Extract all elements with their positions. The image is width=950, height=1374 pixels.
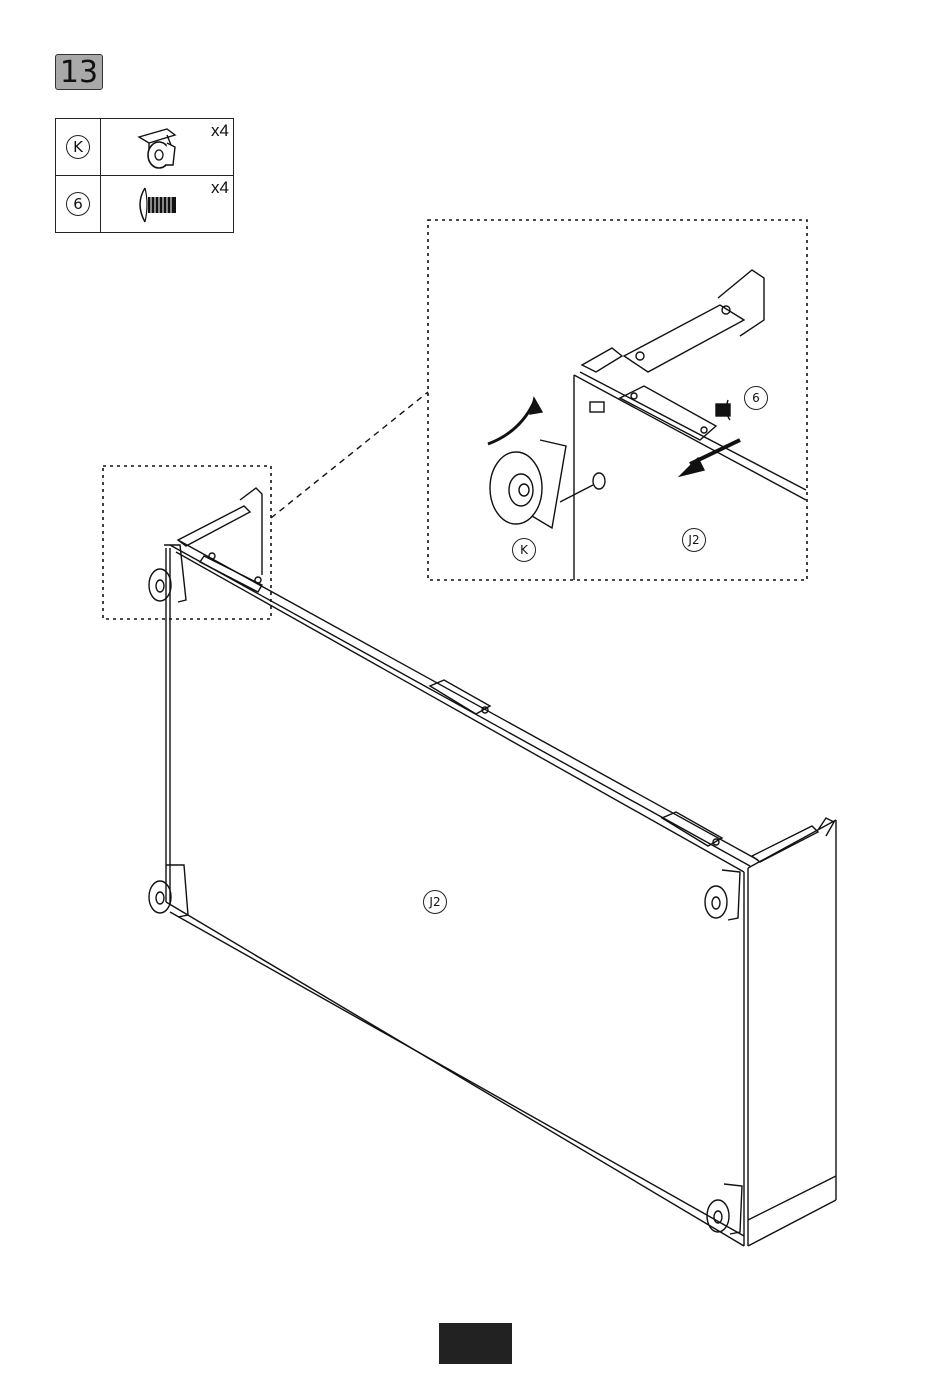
panel-label: J2 [423,890,447,914]
callout-connector [271,392,428,518]
caster-bottom-left [149,865,188,917]
caster-top-left [149,545,186,602]
caster-mid-right [705,870,740,920]
panel-label-detail: J2 [682,528,706,552]
caster-label-detail: K [512,538,536,562]
detail-panel [488,270,806,580]
page-marker [439,1323,512,1364]
callout-box-small [103,466,271,619]
screw-label-detail: 6 [744,386,768,410]
panel-j2 [166,488,836,1246]
